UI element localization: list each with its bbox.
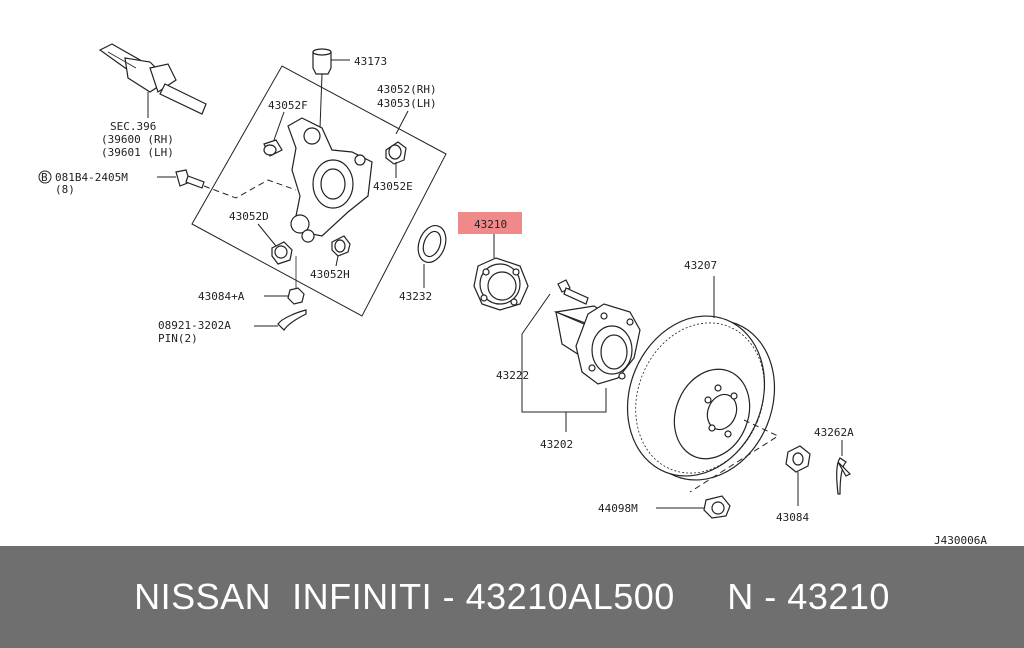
label-43210[interactable]: 43210 — [474, 218, 507, 231]
bolt-circle-marker — [38, 170, 52, 184]
nut-43084a-part — [287, 287, 305, 305]
label-43052d: 43052D — [229, 210, 269, 223]
brake-rotor-43207-part — [626, 315, 776, 481]
label-pin-desc: PIN(2) — [158, 332, 198, 345]
label-sec396-lh: (39601 (LH) — [101, 146, 174, 159]
label-43084: 43084 — [776, 511, 809, 524]
label-43232: 43232 — [399, 290, 432, 303]
seal-43232-part — [417, 225, 447, 263]
pin-part — [277, 309, 307, 331]
footer-part-numbers: NISSAN INFINITI - 43210AL500 N - 43210 — [134, 576, 890, 617]
pin-43262a-part — [836, 457, 847, 495]
label-pin-code: 08921-3202A — [158, 319, 231, 332]
hub-bolt-part — [557, 279, 589, 305]
exploded-parts-diagram: SEC.396 (39600 (RH) (39601 (LH) 43173 43… — [38, 43, 987, 546]
label-43084a: 43084+A — [198, 290, 245, 303]
label-43202: 43202 — [540, 438, 573, 451]
label-43052-rh: 43052(RH) — [377, 83, 437, 96]
label-43052f: 43052F — [268, 99, 308, 112]
nut-43084-part — [785, 445, 811, 473]
diagram-reference-code: J430006A — [934, 534, 987, 546]
label-43052e: 43052E — [373, 180, 413, 193]
label-bolt-code: 081B4-2405M — [55, 171, 128, 184]
label-44098m: 44098M — [598, 502, 638, 515]
hub-bearing-43210-part[interactable] — [473, 257, 529, 311]
label-43222: 43222 — [496, 369, 529, 382]
label-43207: 43207 — [684, 259, 717, 272]
screw-44098m-part — [703, 495, 731, 519]
label-sec396-rh: (39600 (RH) — [101, 133, 174, 146]
label-43262a: 43262A — [814, 426, 854, 439]
part-number-footer: NISSAN INFINITI - 43210AL500 N - 43210 — [0, 546, 1024, 648]
label-sec396: SEC.396 — [110, 120, 156, 133]
knuckle-part — [287, 117, 373, 243]
label-43173: 43173 — [354, 55, 387, 68]
label-bolt-circle: B — [41, 171, 48, 184]
knuckle-group-outline — [191, 65, 447, 317]
bolt-081b4-part — [175, 169, 205, 189]
label-43052h: 43052H — [310, 268, 350, 281]
drive-shaft-part — [98, 43, 207, 115]
hub-group-bracket — [521, 293, 607, 413]
highlight-box-43210 — [458, 212, 522, 234]
hub-43202-part — [553, 303, 641, 385]
label-43053-lh: 43053(LH) — [377, 97, 437, 110]
label-bolt-qty: (8) — [55, 183, 75, 196]
